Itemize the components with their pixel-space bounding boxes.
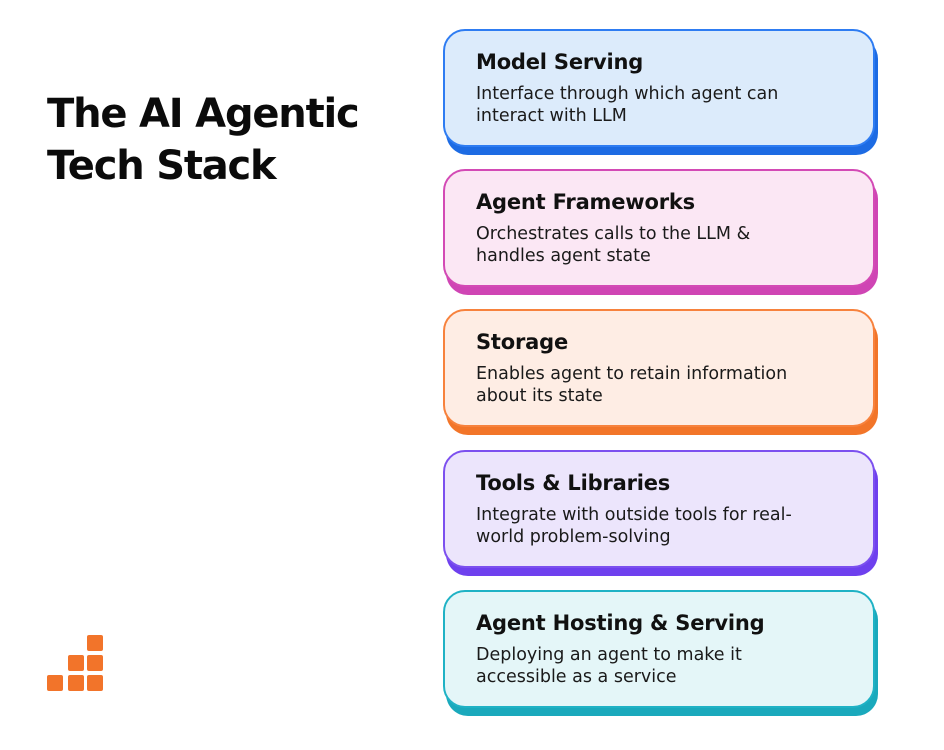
layer-description: Deploying an agent to make it accessible… [476, 645, 742, 687]
page-title: The AI Agentic Tech Stack [47, 88, 407, 192]
layer-title: Agent Frameworks [476, 190, 695, 214]
layer-title: Model Serving [476, 50, 644, 74]
logo-square [87, 655, 103, 671]
layer-description: Integrate with outside tools for real-wo… [476, 505, 792, 547]
layer-description: Enables agent to retain information abou… [476, 364, 788, 406]
orange-step-squares-logo-icon [47, 635, 103, 691]
layer-storage: Storage Enables agent to retain informat… [443, 309, 875, 427]
logo-square [87, 635, 103, 651]
layer-model-serving: Model Serving Interface through which ag… [443, 29, 875, 147]
logo-square [68, 675, 84, 691]
logo-square [47, 675, 63, 691]
layer-title: Storage [476, 330, 568, 354]
logo-square [87, 675, 103, 691]
layer-title: Agent Hosting & Serving [476, 611, 765, 635]
layer-agent-hosting-serving: Agent Hosting & Serving Deploying an age… [443, 590, 875, 708]
page-title-line-2: Tech Stack [47, 143, 277, 189]
page-title-line-1: The AI Agentic [47, 91, 360, 137]
layer-tools-libraries: Tools & Libraries Integrate with outside… [443, 450, 875, 568]
layer-agent-frameworks: Agent Frameworks Orchestrates calls to t… [443, 169, 875, 287]
layer-description: Interface through which agent can intera… [476, 84, 779, 126]
logo-square [68, 655, 84, 671]
layer-description: Orchestrates calls to the LLM & handles … [476, 224, 751, 266]
layer-title: Tools & Libraries [476, 471, 671, 495]
